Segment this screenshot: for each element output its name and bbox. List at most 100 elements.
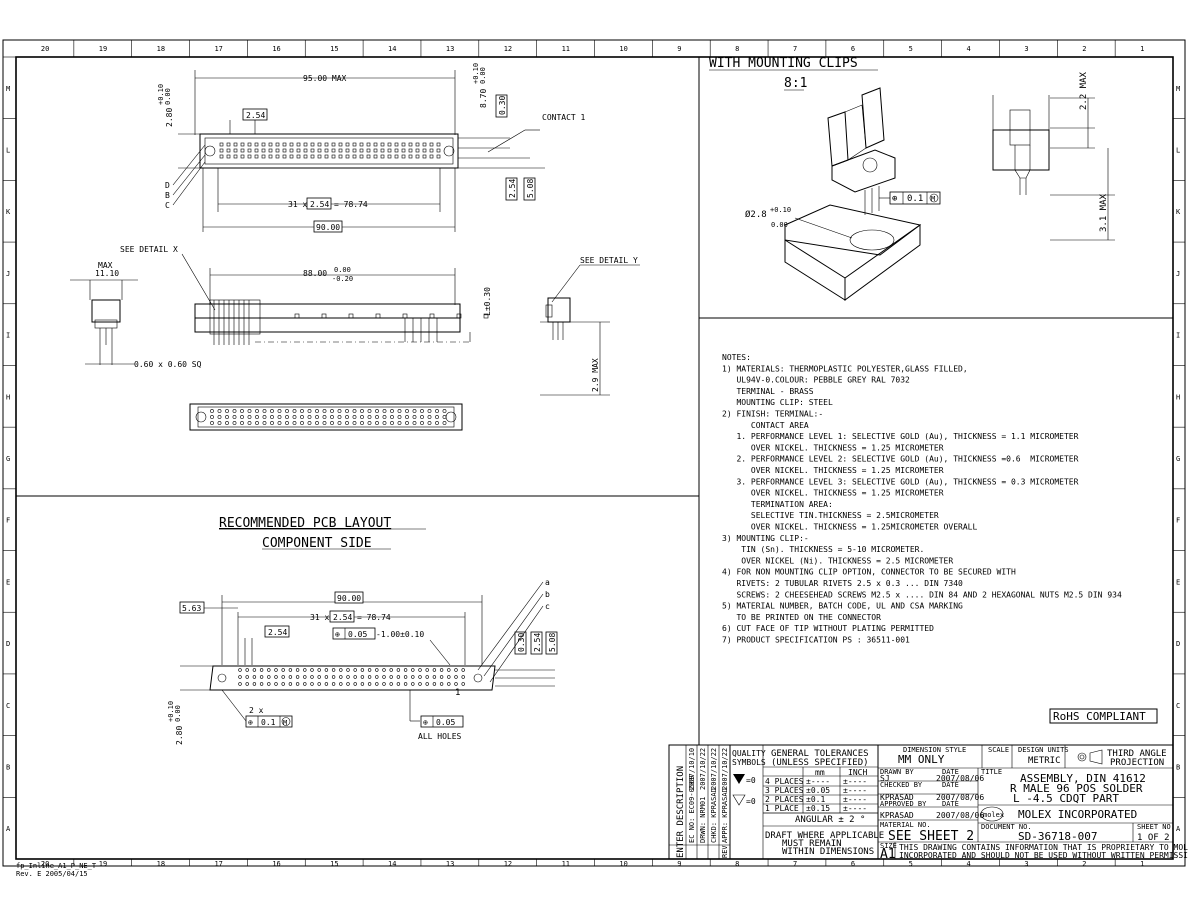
contact [247, 142, 252, 147]
contact [394, 154, 399, 159]
molex-logo [980, 806, 1004, 822]
contact [331, 148, 336, 153]
svg-text:DATE: DATE [942, 800, 959, 808]
note-line: OVER NICKEL (Ni). THICKNESS = 2.5 MICROM… [722, 556, 953, 565]
contact [408, 142, 413, 147]
contact [324, 154, 329, 159]
pcb-height-tol-plus: +0.10 [167, 701, 175, 722]
footer-rev: Rev. E 2005/04/15 [16, 870, 88, 878]
symbols-label: SYMBOLS [732, 758, 766, 767]
box-508-top: 5.08 [526, 179, 535, 198]
note-line: TERMINATION AREA: [722, 500, 833, 509]
clip-dia-minus: 0.00 [771, 221, 788, 229]
pcb-hole [288, 682, 293, 686]
pcb-hole [346, 675, 350, 679]
note-line: RIVETS: 2 TUBULAR RIVETS 2.5 x 0.3 ... D… [722, 579, 963, 588]
pcb-hole [295, 675, 300, 679]
contact [352, 142, 357, 147]
pin [382, 409, 387, 413]
pin [277, 421, 282, 425]
note-line: 6) CUT FACE OF TIP WITHOUT PLATING PERMI… [722, 624, 934, 633]
drawn-by-label: DRAWN BY [880, 768, 915, 776]
pcb-hole [403, 668, 408, 672]
side-tol-plus: +0.10 [472, 63, 480, 84]
approved-date: 2007/08/06 [936, 811, 984, 820]
contact [233, 154, 238, 159]
note-line: NOTES: [722, 353, 751, 362]
pcb-pos-tol-val: 0.05 [348, 630, 367, 639]
pcb-hole [375, 675, 379, 679]
zone-label-bottom: 18 [157, 860, 165, 868]
pcb-hole [425, 675, 429, 679]
height-tol-value: 2.80 [165, 108, 174, 127]
zone-label-top: 20 [41, 45, 49, 53]
pcb-pitch-box: 2.54 [333, 613, 352, 622]
pcb-hole [259, 675, 264, 679]
col-mm: mm [815, 768, 825, 777]
pcb-hole [432, 675, 437, 679]
contact [345, 142, 350, 147]
zone-label-bottom: 19 [99, 860, 107, 868]
zone-label-bottom: 17 [214, 860, 222, 868]
pcb-hole [454, 682, 458, 686]
note-line: OVER NICKEL. THICKNESS = 1.25MICROMETER … [722, 523, 977, 532]
pin [375, 415, 379, 419]
molex-logo-text: molex [983, 811, 1004, 819]
contact [219, 154, 224, 159]
pin [307, 409, 312, 413]
zone-label-bottom: 4 [967, 860, 971, 868]
pcb-hole [375, 682, 379, 686]
pin [232, 421, 237, 425]
note-line: TERMINAL - BRASS [722, 387, 814, 396]
pcb-hole [447, 675, 451, 679]
pin [412, 421, 417, 425]
pin [247, 421, 252, 425]
pcb-hole [259, 668, 264, 672]
pin [360, 415, 364, 419]
zone-label-top: 5 [909, 45, 913, 53]
pcb-hole [295, 668, 300, 672]
pcb-hole [367, 675, 372, 679]
pcb-hole [317, 668, 321, 672]
contact [429, 154, 434, 159]
pcb-hole [353, 675, 357, 679]
zone-label-right: F [1176, 517, 1180, 525]
note-line: 5) MATERIAL NUMBER, BATCH CODE, UL AND C… [722, 602, 963, 611]
contact [387, 148, 392, 153]
contact [275, 148, 280, 153]
note-line: UL94V-0.COLOUR: PEBBLE GREY RAL 7032 [722, 376, 910, 385]
contact [247, 154, 252, 159]
note-line: SCREWS: 2 CHEESEHEAD SCREWS M2.5 x .... … [722, 590, 1122, 599]
pcb-hole [346, 668, 350, 672]
angular-tol: ANGULAR ± 2 ° [795, 815, 865, 825]
general-tol-label: GENERAL TOLERANCES [771, 749, 869, 759]
contact [429, 142, 434, 147]
contact [219, 148, 224, 153]
checked-by: KPRASAD [880, 793, 914, 802]
pin [390, 409, 394, 413]
title-line-1: ASSEMBLY, DIN 41612 [1020, 772, 1146, 785]
pin [232, 415, 237, 419]
pcb-hole [403, 682, 408, 686]
pcb-hole [303, 675, 307, 679]
svg-text:DATE: DATE [942, 781, 959, 789]
pcb-mount-tol: 0.1 [261, 718, 276, 727]
pin [285, 421, 289, 425]
contact [233, 148, 238, 153]
pcb-hole [439, 668, 444, 672]
zone-label-left: F [6, 517, 10, 525]
contact [338, 148, 343, 153]
pin [367, 421, 372, 425]
pcb-hole [411, 675, 415, 679]
pcb-hole [389, 682, 393, 686]
zone-label-left: G [6, 455, 10, 463]
projection-symbol-icon [1077, 752, 1087, 762]
pcb-hole [360, 675, 365, 679]
size-label: SIZE [880, 842, 897, 850]
contact [387, 154, 392, 159]
zone-label-right: D [1176, 640, 1180, 648]
rev-appr: APPR: KPRASAD [721, 788, 729, 843]
pcb-hole [432, 682, 437, 686]
pin [412, 415, 417, 419]
contact [296, 148, 301, 153]
